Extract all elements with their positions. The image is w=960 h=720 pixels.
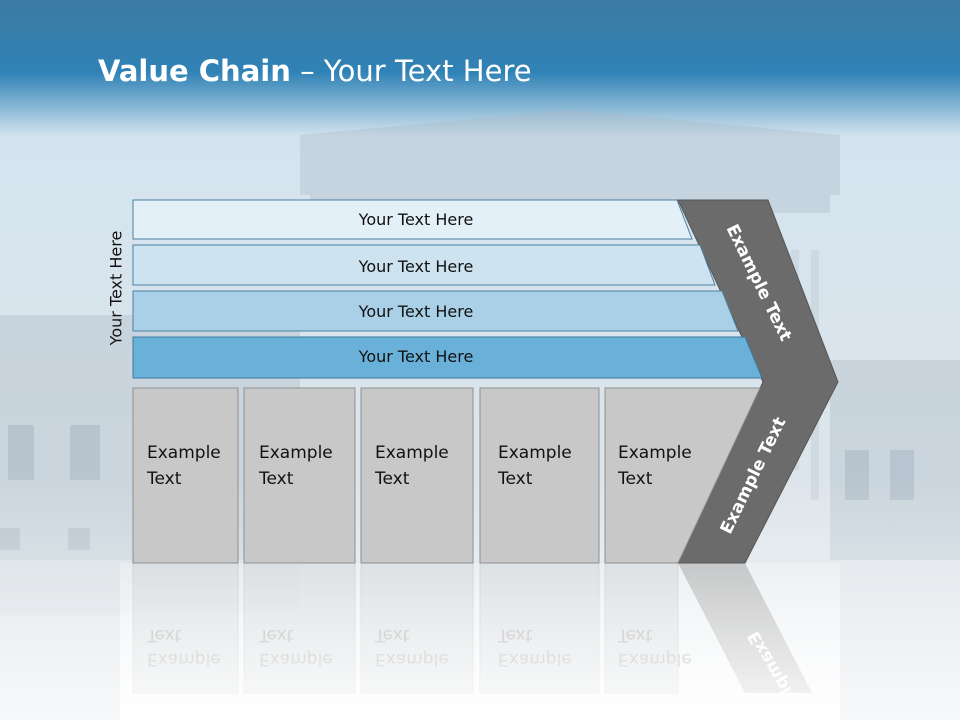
box-1-line2: Text [146,469,182,489]
box-1-line1: Example [147,443,221,463]
box-5-line2: Text [617,469,653,489]
box-3-line1: Example [375,443,449,463]
bar-4: Your Text Here [132,336,763,379]
title-bold: Value Chain [98,54,291,88]
box-2: Example Text [243,387,356,564]
box-1: Example Text [132,387,239,564]
bar-1: Your Text Here [132,199,693,240]
box-5: Example Text [604,387,761,564]
bar-1-label: Your Text Here [358,210,474,229]
box-4: Example Text [479,387,600,564]
box-2-line2: Text [258,469,294,489]
box-3-line2: Text [374,469,410,489]
bar-3-label: Your Text Here [358,302,474,321]
page-title: Value Chain – Your Text Here [98,54,532,88]
bar-2: Your Text Here [132,244,716,286]
chevron-arrow [677,199,839,564]
box-3: Example Text [360,387,474,564]
bar-2-label: Your Text Here [358,257,474,276]
box-5-line1: Example [618,443,692,463]
box-2-line1: Example [259,443,333,463]
title-rest: – Your Text Here [290,54,532,88]
bar-3: Your Text Here [132,290,739,332]
box-4-line2: Text [497,469,533,489]
bar-4-label: Your Text Here [358,347,474,366]
box-4-line1: Example [498,443,572,463]
